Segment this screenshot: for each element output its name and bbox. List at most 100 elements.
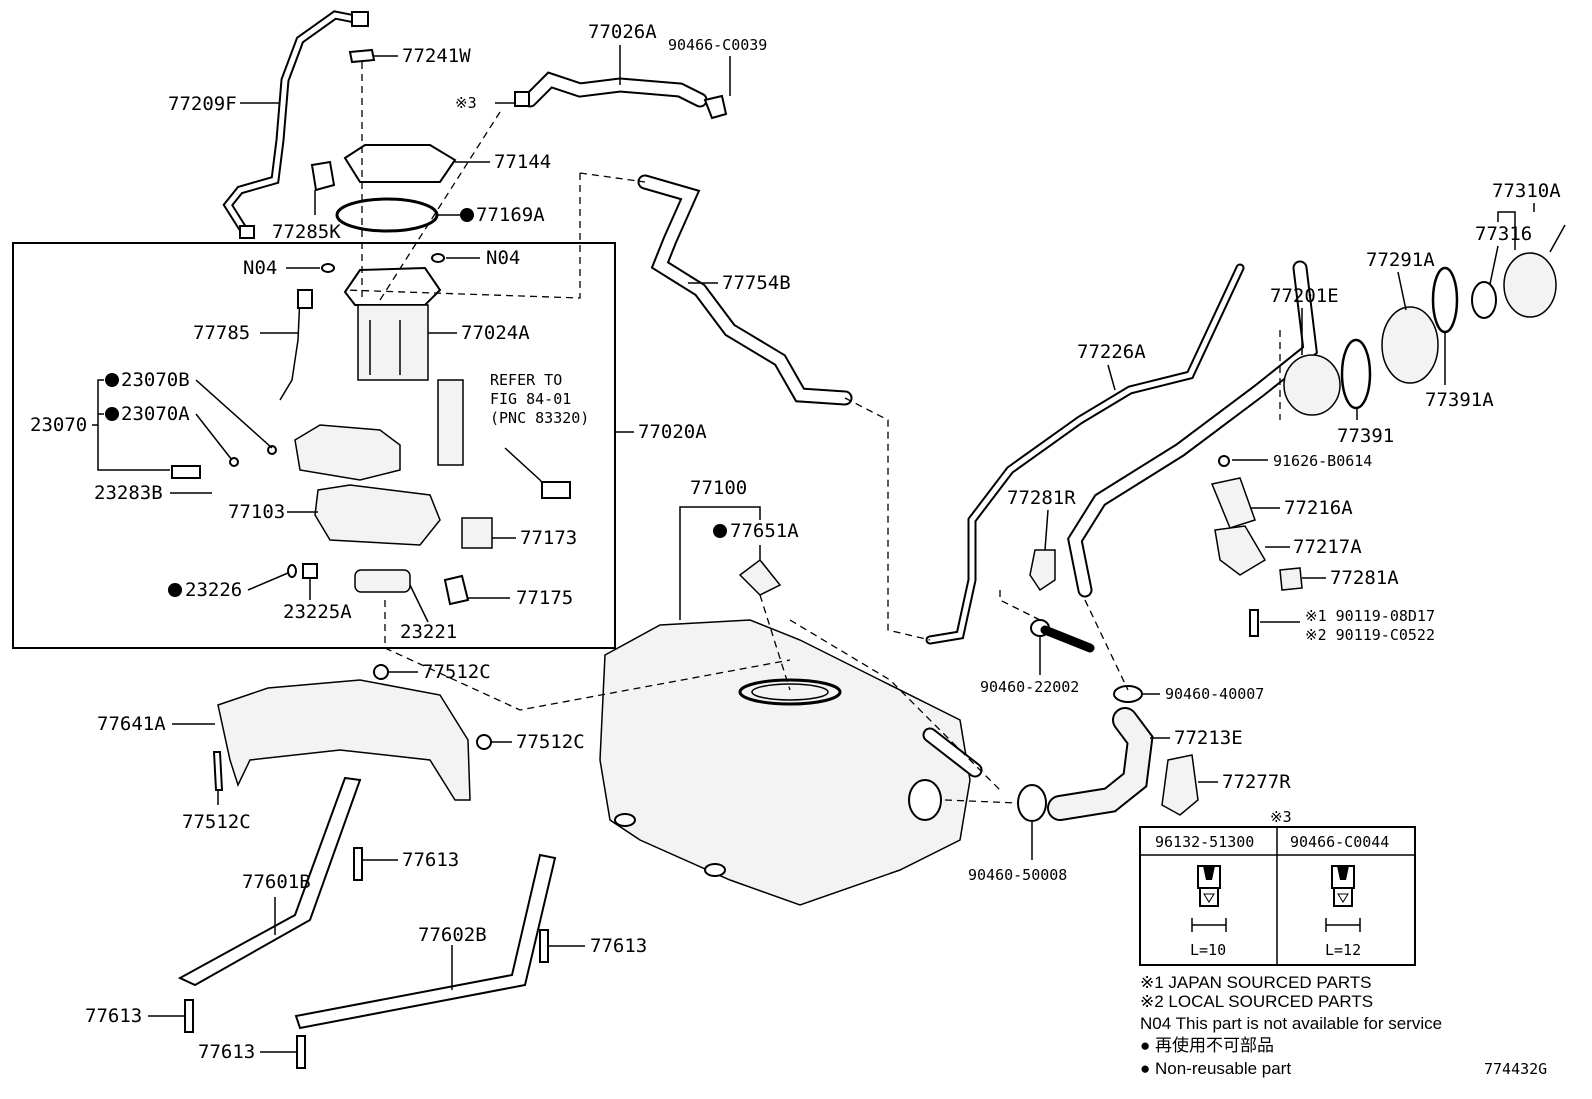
label-77391: 77391 (1337, 425, 1394, 447)
gasket-23226 (287, 564, 297, 578)
clip-icon-right (1325, 865, 1361, 932)
filler-hose-77213E (1047, 707, 1154, 821)
clip-77512C-c (212, 751, 224, 791)
label-77613-d: 77613 (198, 1041, 255, 1063)
bolt-77613-a (353, 847, 363, 881)
label-77100: 77100 (690, 477, 747, 499)
label-77241W: 77241W (402, 45, 471, 67)
figure-id: 774432G (1484, 1060, 1547, 1078)
legend: ※1 JAPAN SOURCED PARTS ※2 LOCAL SOURCED … (1140, 973, 1547, 1078)
vent-hose-77754B (637, 174, 853, 406)
grommet-77512C-b (476, 734, 492, 750)
grommet-77512C-a (373, 664, 389, 680)
label-77602B: 77602B (418, 924, 487, 946)
fuel-level-sensor (437, 379, 571, 499)
assembly-dashed-lines (344, 62, 1281, 804)
legend-non-reusable-jp: ● 再使用不可部品 (1140, 1035, 1274, 1055)
label-77026A: 77026A (588, 21, 657, 43)
label-77754B: 77754B (722, 272, 791, 294)
label-77512C-bottom: 77512C (182, 811, 251, 833)
part-N04-right (431, 253, 445, 263)
legend-japan-sourced: ※1 JAPAN SOURCED PARTS (1140, 973, 1372, 992)
label-N04-left: N04 (243, 257, 277, 279)
gasket-77391 (1340, 338, 1372, 410)
bolt-91626-B0614 (1218, 455, 1230, 467)
pump-module-77103 (294, 424, 441, 546)
short-pipe (1040, 625, 1095, 653)
label-mark3-top: ※3 (455, 94, 477, 112)
bracket-77173 (461, 517, 493, 549)
non-reusable-markers (105, 208, 727, 597)
ring-77291A (1381, 306, 1439, 384)
label-77213E: 77213E (1174, 727, 1243, 749)
leader-lines (92, 45, 1535, 1053)
bracket-77217A (1214, 525, 1267, 576)
label-77613-a: 77613 (402, 849, 459, 871)
protector-77277R (1161, 754, 1199, 816)
gasket-77391A (1431, 266, 1459, 334)
label-90460-22002: 90460-22002 (980, 678, 1079, 696)
label-77217A: 77217A (1293, 536, 1362, 558)
label-77169A: 77169A (476, 204, 545, 226)
label-77285K: 77285K (272, 221, 341, 243)
filler-pipe-77201E (1067, 260, 1341, 598)
label-23225A: 23225A (283, 601, 352, 623)
label-77173: 77173 (520, 527, 577, 549)
connector-77285K (310, 160, 336, 192)
clamp-90460-50008 (1017, 784, 1047, 822)
label-refer-line3: (PNC 83320) (490, 409, 589, 427)
clip-reference-table: ※3 96132-51300 90466-C0044 L=10 L=12 (1139, 808, 1416, 966)
label-77226A: 77226A (1077, 341, 1146, 363)
fuel-pump-23221 (354, 569, 411, 593)
hose-77026A (514, 71, 728, 120)
label-77512C-mid: 77512C (516, 731, 585, 753)
label-90460-50008: 90460-50008 (968, 866, 1067, 884)
label-23070A: 23070A (121, 403, 190, 425)
filter-23225A (302, 563, 318, 579)
label-77512C-top: 77512C (422, 661, 491, 683)
part-N04-left (321, 263, 335, 273)
legend-non-reusable-en: ● Non-reusable part (1140, 1059, 1291, 1078)
label-90466-C0039: 90466-C0039 (668, 36, 767, 54)
label-77281R: 77281R (1007, 487, 1076, 509)
label-77641A: 77641A (97, 713, 166, 735)
gasket-77169A (335, 197, 439, 233)
clip-table-col1-header: 96132-51300 (1155, 833, 1254, 851)
label-77310A: 77310A (1492, 180, 1561, 202)
protector-77641A (217, 679, 471, 801)
label-77103: 77103 (228, 501, 285, 523)
bolt-90119 (1249, 609, 1259, 637)
label-77785: 77785 (193, 322, 250, 344)
label-77281A: 77281A (1330, 567, 1399, 589)
clamp-77281A (1279, 567, 1303, 591)
label-77020A: 77020A (638, 421, 707, 443)
seal-77316 (1471, 281, 1497, 319)
label-23226: 23226 (185, 579, 242, 601)
label-77144: 77144 (494, 151, 551, 173)
label-91626-B0614: 91626-B0614 (1273, 452, 1372, 470)
clamp-90460-40007 (1113, 685, 1143, 703)
clip-table-col1-length: L=10 (1190, 941, 1226, 959)
strap-77602B (294, 853, 557, 1030)
label-23221: 23221 (400, 621, 457, 643)
label-90460-40007: 90460-40007 (1165, 685, 1264, 703)
label-90119-08D17: ※1 90119-08D17 (1305, 607, 1435, 625)
bracket-77175 (443, 574, 470, 606)
label-77601B: 77601B (242, 871, 311, 893)
breather-pipe-77226A (925, 263, 1245, 645)
label-77291A: 77291A (1366, 249, 1435, 271)
legend-n04-note: N04 This part is not available for servi… (1140, 1014, 1442, 1033)
label-77209F: 77209F (168, 93, 237, 115)
fuel-tank-77100 (599, 619, 983, 906)
fuel-sender-77024A (343, 266, 442, 381)
label-77277R: 77277R (1222, 771, 1291, 793)
retainer-ring-77144 (343, 144, 457, 183)
bolt-77613-b (539, 929, 549, 963)
filter-23283B (171, 465, 201, 479)
label-90119-C0522: ※2 90119-C0522 (1305, 626, 1435, 644)
label-77024A: 77024A (461, 322, 530, 344)
label-77613-b: 77613 (590, 935, 647, 957)
label-77391A: 77391A (1425, 389, 1494, 411)
wire-77785 (279, 294, 301, 401)
label-77316: 77316 (1475, 223, 1532, 245)
